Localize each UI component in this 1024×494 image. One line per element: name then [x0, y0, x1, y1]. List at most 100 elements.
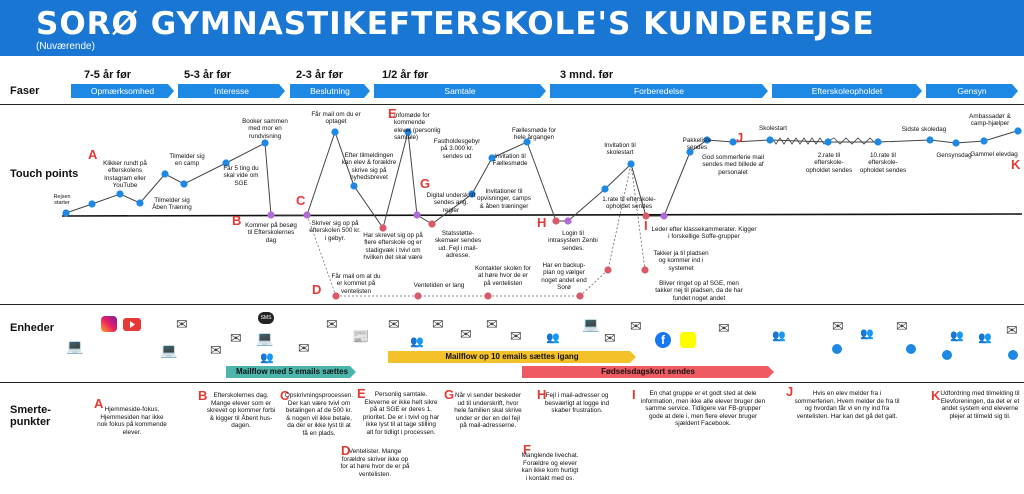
- pain-letter-h: H: [537, 387, 547, 402]
- touch-point-label: Efter tilmeldingen kan elev & forældre s…: [341, 152, 397, 182]
- pain-letter-i: I: [632, 387, 636, 402]
- sms-icon: SMS: [258, 312, 274, 324]
- pain-marker-g: G: [420, 176, 431, 191]
- pain-point-text: Efterskolernes dag. Mange elever som er …: [206, 392, 276, 430]
- touch-point-label: 10.rate til efterskole-opholdet sendes: [859, 152, 907, 174]
- touch-point-label: Invitation til Fællesmøde: [492, 153, 528, 168]
- touch-point-label: Fællesmøde for hele årgangen: [511, 127, 557, 142]
- touch-point-label: Kommer på besøg til Efterskolernes dag: [245, 222, 297, 244]
- phase-arrow: Efterskoleopholdet: [772, 84, 922, 98]
- pain-marker-a: A: [88, 147, 98, 162]
- phase-arrow: Beslutning: [290, 84, 370, 98]
- laptop-icon: 💻: [160, 342, 178, 358]
- touch-point: [703, 136, 711, 144]
- mail-icon: ✉: [510, 328, 522, 344]
- phase-arrow: Interesse: [178, 84, 285, 98]
- people-icon: 👥: [860, 328, 874, 340]
- pain-marker-d: D: [312, 282, 322, 297]
- touch-point-label: Kontakter skolen for at høre hvor de er …: [474, 265, 531, 287]
- pain-marker-e: E: [388, 106, 397, 121]
- touch-point-label: Statsstøtte-skemaer sendes ud. Fejl i ma…: [434, 230, 482, 260]
- touch-point: [267, 211, 275, 219]
- touch-point: [222, 159, 230, 167]
- row-label-smertepunkter: Smerte- punkter: [10, 404, 51, 428]
- touch-point: [564, 217, 572, 225]
- mail-icon: ✉: [460, 326, 472, 342]
- touch-point-label: Skriver sig op på efterskolen 500 kr. i …: [309, 220, 361, 242]
- pain-marker-j: J: [736, 130, 744, 145]
- mail-icon: ✉: [432, 316, 444, 332]
- people-icon: 👥: [410, 336, 424, 348]
- touch-point: [88, 200, 96, 208]
- pain-point-text: Personlig samtale. Eleverne er ikke helt…: [362, 391, 440, 436]
- mail-icon: ✉: [604, 330, 616, 346]
- award-icon: [1008, 350, 1018, 360]
- touch-point: [627, 160, 635, 168]
- pain-marker-c: C: [296, 193, 306, 208]
- mail-icon: ✉: [210, 342, 222, 358]
- touch-point: [824, 138, 832, 146]
- pain-marker-k: K: [1011, 157, 1021, 172]
- phase-time: 2-3 år før: [296, 69, 344, 81]
- pain-point-text: En chat gruppe er et godt sted at dele i…: [640, 390, 766, 428]
- touch-point: [428, 220, 436, 228]
- touch-point: [350, 182, 358, 190]
- mail-icon: ✉: [832, 318, 844, 334]
- touch-point: [766, 136, 774, 144]
- mail-icon: ✉: [718, 320, 730, 336]
- page-subtitle: (Nuværende): [36, 41, 95, 52]
- touch-point-label: Leder efter klassekammerater. Kigger i f…: [651, 226, 757, 241]
- laptop-icon: 💻: [256, 330, 274, 346]
- title-banner: SORØ GYMNASTIKEFTERSKOLE'S KUNDEREJSE (N…: [0, 0, 1024, 56]
- journey-line-waves: [767, 137, 881, 145]
- touch-point: [468, 190, 476, 198]
- pain-point-text: Når vi sender beskeder ud til underskrif…: [454, 392, 522, 430]
- touch-point: [484, 292, 492, 300]
- page-title: SORØ GYMNASTIKEFTERSKOLE'S KUNDEREJSE: [36, 6, 875, 42]
- touch-point-label: Booker sammen med mor en rundvisning: [242, 118, 288, 140]
- touch-point-label: Digital underskrift sendes ang. regler: [426, 192, 476, 214]
- touch-point-label: Skolestart: [759, 125, 787, 132]
- laptop-icon: 💻: [582, 316, 600, 332]
- people-icon: 👥: [950, 330, 964, 342]
- touch-point: [642, 212, 650, 220]
- touch-points-negative: [332, 212, 650, 300]
- touch-point: [641, 266, 649, 274]
- row-label-enheder: Enheder: [10, 322, 55, 334]
- touch-point: [601, 185, 609, 193]
- touch-point: [180, 180, 188, 188]
- pain-letter-e: E: [357, 386, 366, 401]
- touch-point-label: Gensynsdag: [936, 152, 972, 159]
- mailflow-10-bar: Mailflow op 10 emails sættes igang: [388, 351, 636, 363]
- mail-icon: ✉: [298, 340, 310, 356]
- touch-point: [332, 292, 340, 300]
- mail-icon: ✉: [896, 318, 908, 334]
- touch-point-label: Fastholdesgebyr på 3.000 kr. sendes ud: [433, 138, 481, 160]
- touch-point: [261, 139, 269, 147]
- touch-point: [874, 138, 882, 146]
- instagram-icon: [101, 316, 117, 332]
- touch-point: [379, 224, 387, 232]
- phase-time: 3 mnd. før: [560, 69, 614, 81]
- touch-point-label: 2.rate til efterskole-opholdet sendes: [805, 152, 853, 174]
- pain-marker-b: B: [232, 213, 242, 228]
- touch-point-label: Får mail om du er optaget: [311, 111, 361, 126]
- touch-point-label: Invitation til skolestart: [604, 142, 636, 157]
- mail-icon: ✉: [1006, 322, 1018, 338]
- phase-arrow: Samtale: [374, 84, 546, 98]
- play-icon: [130, 321, 135, 328]
- touch-point-label: Klikker rundt på efterskolens Instagram …: [103, 160, 147, 190]
- touch-point-label: Invitationer til opvisninger, camps & åb…: [477, 188, 531, 210]
- pain-point-text: Ventelister. Mange forældre skriver ikke…: [340, 448, 410, 478]
- touch-point-label: Rejsen starter: [53, 194, 71, 206]
- touch-point: [926, 136, 934, 144]
- touch-point: [523, 138, 531, 146]
- people-icon: 👥: [260, 352, 274, 364]
- touch-point-label: Ambassadør & camp-hjælper: [969, 113, 1011, 128]
- pain-letter-c: C: [280, 388, 290, 403]
- touch-point-label: Bliver ringet op af SGE, men takker nej …: [655, 280, 743, 302]
- pain-point-text: Manglende livechat. Forældre og elever k…: [521, 452, 579, 482]
- touch-point: [488, 154, 496, 162]
- phase-time: 1/2 år før: [382, 69, 429, 81]
